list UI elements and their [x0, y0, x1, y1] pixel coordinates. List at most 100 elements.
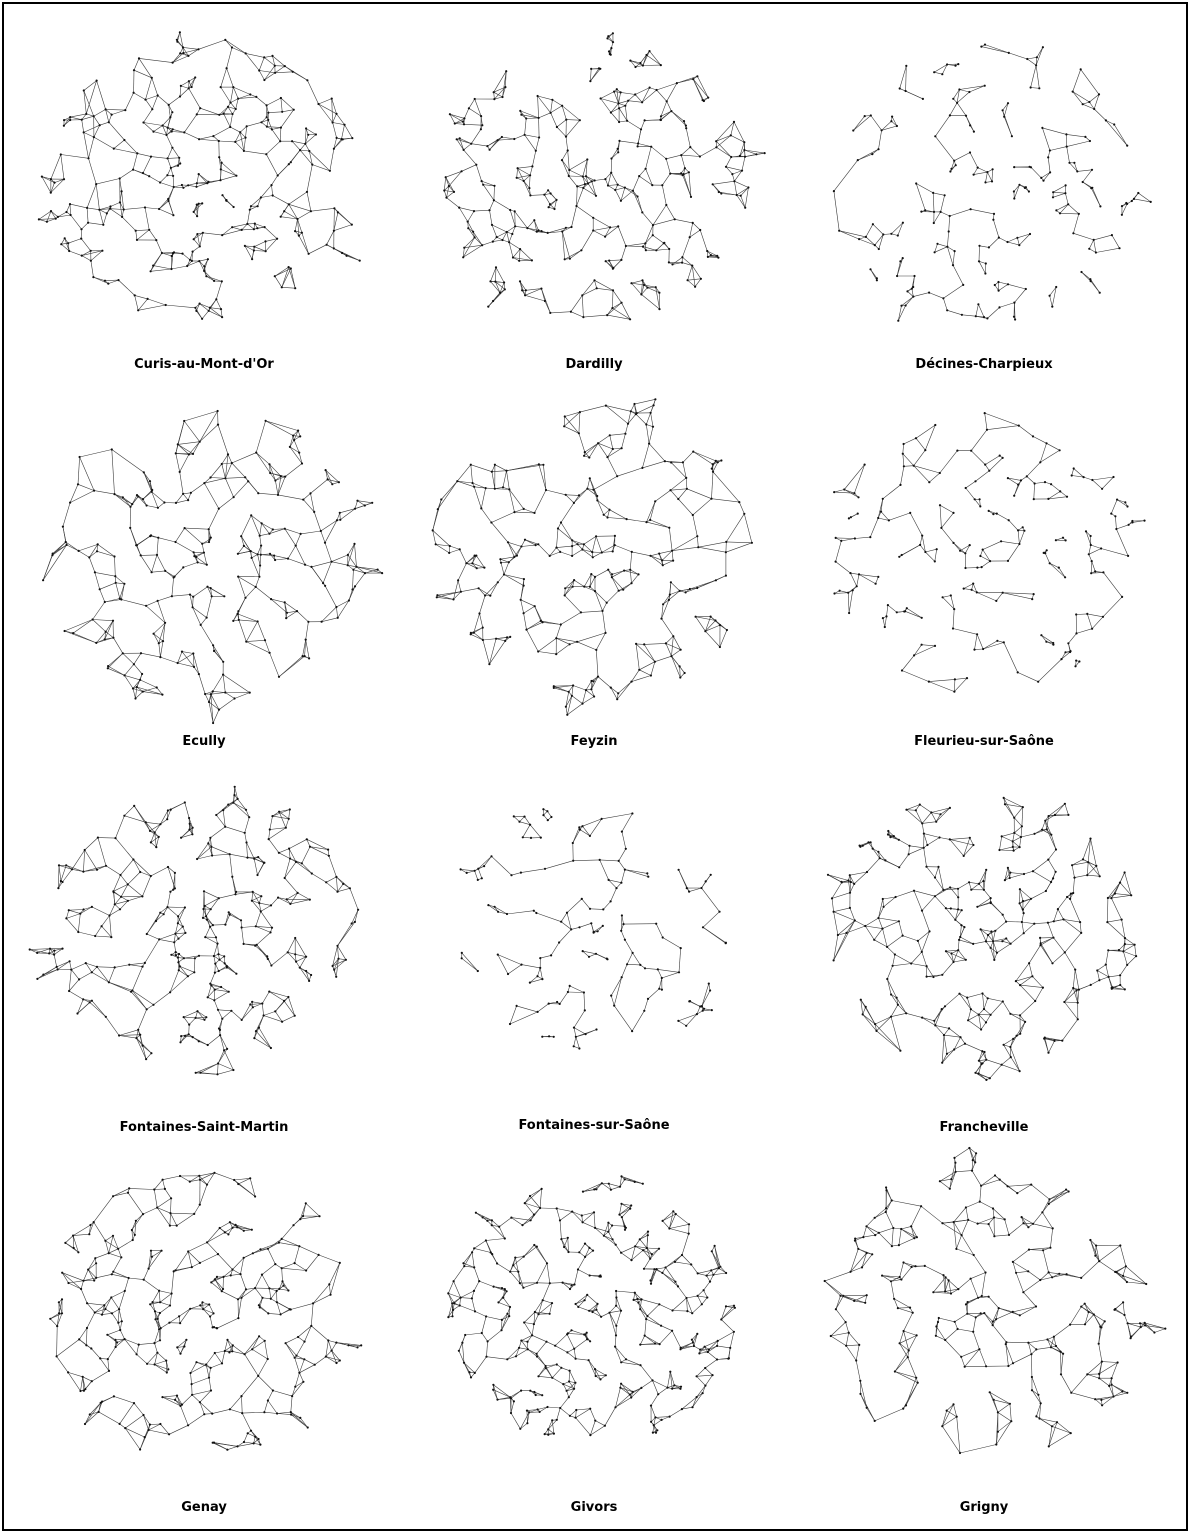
graph-edge: [63, 116, 71, 126]
graph-edge: [671, 656, 680, 667]
graph-node: [269, 1046, 272, 1050]
graph-edge: [881, 120, 892, 131]
graph-edge: [977, 167, 988, 173]
graph-edge: [507, 542, 518, 556]
graph-edge: [950, 595, 955, 610]
graph-edge: [119, 1035, 137, 1039]
graph-edge: [37, 969, 58, 980]
graph-node: [166, 126, 169, 129]
graph-edge: [500, 558, 509, 563]
graph-edge: [901, 655, 915, 671]
graph-node: [495, 637, 498, 640]
graph-node: [1072, 232, 1075, 235]
graph-node: [222, 809, 225, 812]
graph-edge: [482, 638, 497, 641]
graph-edge: [354, 572, 366, 587]
graph-edge: [595, 536, 603, 553]
graph-node: [591, 551, 594, 554]
graph-node: [335, 136, 338, 139]
graph-node: [56, 968, 59, 971]
graph-node: [855, 585, 858, 588]
graph-edge: [689, 229, 701, 238]
graph-node: [959, 549, 962, 552]
graph-node: [283, 876, 286, 880]
graph-node: [254, 1030, 258, 1033]
graph-edge: [244, 245, 255, 247]
graph-edge: [339, 512, 341, 520]
graph-edge: [303, 493, 311, 500]
graph-edge: [245, 53, 265, 58]
graph-edge: [266, 97, 282, 106]
graph-node: [717, 256, 720, 259]
graph-edge: [301, 863, 313, 874]
graph-node: [896, 274, 899, 278]
graph-node: [448, 113, 451, 116]
graph-edge: [634, 94, 643, 103]
graph-node: [1051, 196, 1055, 199]
graph-edge: [607, 509, 610, 518]
graph-node: [69, 118, 72, 122]
graph-node: [151, 108, 154, 111]
graph-node: [149, 270, 152, 273]
graph-edge: [66, 910, 70, 919]
graph-node: [154, 919, 158, 923]
graph-edge: [230, 102, 236, 110]
graph-node: [292, 434, 295, 437]
graph-node: [1048, 562, 1051, 565]
graph-node: [192, 210, 195, 213]
graph-node: [832, 190, 835, 193]
graph-edge: [213, 126, 231, 137]
graph-node: [965, 677, 969, 680]
graph-edge: [986, 425, 1019, 430]
graph-node: [177, 937, 180, 940]
graph-edge: [666, 154, 682, 160]
graph-node: [563, 425, 566, 428]
graph-edge: [567, 991, 584, 993]
graph-node: [619, 199, 622, 202]
graph-node: [132, 663, 135, 666]
graph-edge: [527, 220, 535, 229]
graph-edge: [244, 817, 250, 833]
graph-edge: [136, 686, 143, 692]
graph-node: [218, 958, 221, 961]
graph-edge: [339, 508, 356, 514]
graph-node: [57, 887, 60, 890]
graph-node: [519, 248, 522, 251]
graph-node: [61, 525, 64, 528]
graph-node: [226, 105, 230, 108]
graph-node: [1033, 482, 1036, 485]
graph-edge: [143, 109, 153, 123]
graph-edge: [287, 558, 306, 565]
graph-node: [617, 102, 620, 105]
graph-edge: [216, 299, 222, 310]
graph-edge: [585, 689, 595, 697]
graph-node: [1110, 234, 1113, 237]
graph-edge: [572, 580, 575, 587]
graph-edge: [188, 88, 201, 109]
graph-node: [1007, 519, 1010, 522]
graph-node: [65, 543, 68, 546]
graph-node: [87, 221, 90, 224]
graph-node: [90, 999, 93, 1002]
graph-node: [683, 671, 686, 675]
graph-node: [1018, 244, 1021, 247]
graph-edge: [589, 478, 598, 497]
graph-node: [283, 210, 286, 213]
graph-node: [89, 249, 92, 252]
graph-node: [209, 587, 212, 590]
graph-edge: [275, 996, 289, 1012]
graph-node: [843, 488, 846, 491]
graph-node: [55, 965, 58, 968]
graph-node: [166, 174, 169, 177]
graph-edge: [222, 1010, 232, 1019]
graph-edge: [1093, 239, 1097, 253]
graph-edge: [88, 222, 104, 226]
graph-edge: [547, 190, 557, 201]
graph-edge: [265, 238, 278, 252]
graph-edge: [744, 187, 749, 208]
graph-node: [588, 585, 591, 588]
graph-edge: [665, 643, 681, 650]
graph-edge: [254, 1037, 272, 1049]
graph-edge: [255, 926, 273, 928]
graph-node: [623, 569, 626, 572]
